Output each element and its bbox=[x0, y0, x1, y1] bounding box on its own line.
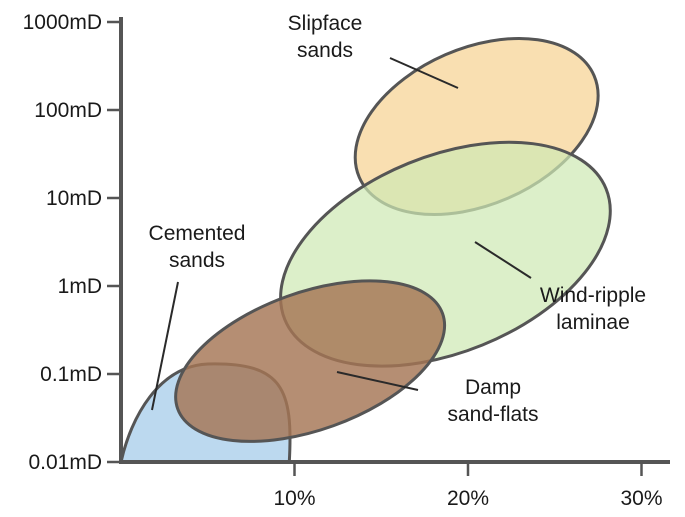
x-tick-label: 10% bbox=[273, 487, 315, 510]
ticks-layer: 0.01mD 0.1mD 1mD 10mD 100mD 1000mD 10% 20% 30% bbox=[23, 11, 663, 510]
region-label: sands bbox=[297, 39, 353, 62]
region-label: sand-flats bbox=[447, 403, 538, 426]
leader-line bbox=[389, 57, 459, 89]
y-tick-label: 10mD bbox=[46, 187, 102, 210]
leader-line bbox=[474, 241, 532, 279]
x-tick-label: 30% bbox=[620, 487, 662, 510]
regions-layer bbox=[119, 36, 612, 464]
axes-layer bbox=[119, 17, 670, 464]
leaders-layer bbox=[151, 57, 532, 411]
y-tick-label: 0.01mD bbox=[28, 451, 102, 474]
y-tick-label: 0.1mD bbox=[40, 363, 102, 386]
region-damp bbox=[174, 279, 447, 443]
y-tick-label: 1000mD bbox=[23, 11, 102, 34]
y-tick-label: 1mD bbox=[58, 275, 102, 298]
leader-line bbox=[151, 281, 179, 411]
region-label: Wind-ripple bbox=[540, 284, 646, 307]
region-label: Damp bbox=[465, 376, 521, 399]
region-label: Cemented bbox=[149, 222, 246, 245]
x-tick-label: 20% bbox=[447, 487, 489, 510]
y-tick-label: 100mD bbox=[34, 99, 102, 122]
region-label: sands bbox=[169, 249, 225, 272]
leader-line bbox=[336, 371, 419, 391]
region-label: Slipface bbox=[288, 12, 363, 35]
region-label: laminae bbox=[556, 311, 630, 334]
